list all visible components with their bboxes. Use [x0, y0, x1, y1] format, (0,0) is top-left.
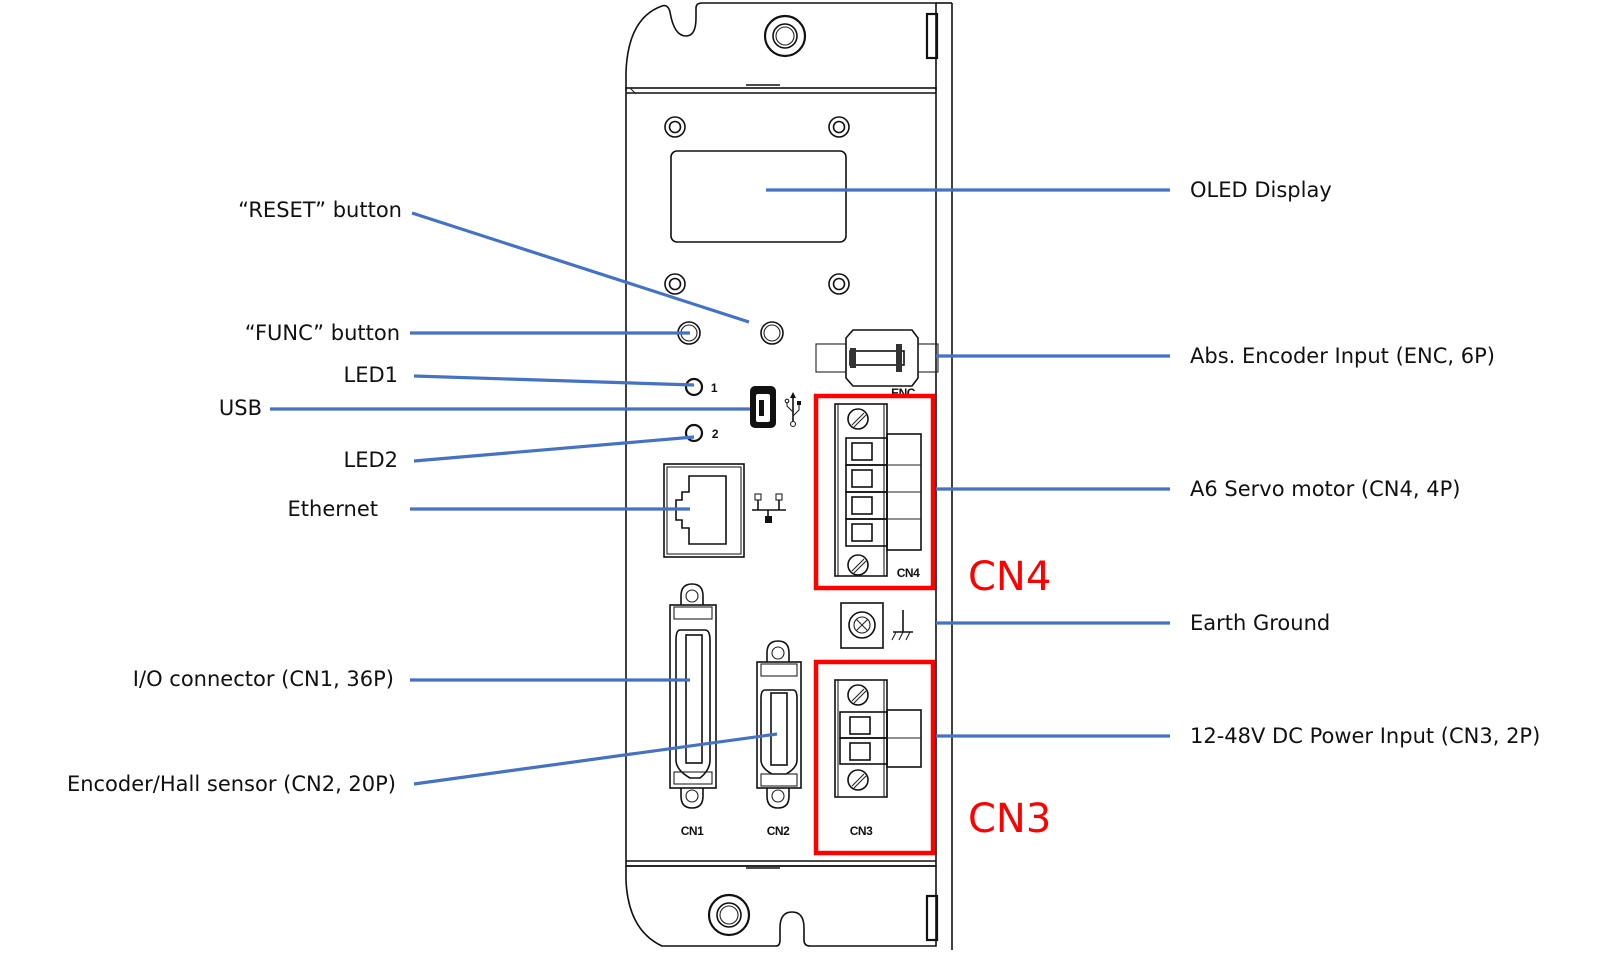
oled-screw — [664, 116, 850, 295]
cn1-connector[interactable]: CN1 — [669, 583, 717, 838]
network-icon — [752, 493, 786, 523]
mounting-screw-bottom — [707, 893, 751, 937]
label-cn4: A6 Servo motor (CN4, 4P) — [1190, 477, 1460, 501]
cn4-highlight: CN4 — [813, 393, 1051, 600]
cn3-marking: CN3 — [850, 824, 873, 838]
enc-connector[interactable]: ENC — [815, 329, 939, 400]
earth-ground-icon — [891, 610, 913, 641]
mounting-screw-top — [763, 14, 807, 58]
callout-line-led1 — [413, 374, 695, 387]
cn4-highlight-label: CN4 — [968, 554, 1051, 600]
label-cn3: 12-48V DC Power Input (CN3, 2P) — [1190, 724, 1540, 748]
label-enc: Abs. Encoder Input (ENC, 6P) — [1190, 344, 1495, 368]
label-oled-display: OLED Display — [1190, 178, 1332, 202]
callout-lines — [270, 188, 1170, 786]
led1-number: 1 — [711, 381, 718, 395]
left-labels: “RESET” button “FUNC” button LED1 USB LE… — [67, 198, 402, 796]
bottom-mounting-flange — [625, 866, 937, 947]
callout-line-cn2 — [413, 732, 778, 786]
earth-ground-terminal[interactable] — [840, 602, 884, 649]
label-usb: USB — [219, 396, 262, 420]
label-cn2: Encoder/Hall sensor (CN2, 20P) — [67, 772, 396, 796]
cn4-highlight-box — [813, 393, 936, 591]
led1-indicator: 1 — [684, 377, 718, 397]
reset-button[interactable] — [760, 321, 784, 345]
cn2-marking: CN2 — [767, 824, 790, 838]
label-cn1: I/O connector (CN1, 36P) — [133, 667, 394, 691]
cn4-marking: CN4 — [897, 566, 920, 580]
device-housing — [625, 2, 953, 950]
callout-line-led2 — [413, 435, 695, 463]
led2-number: 2 — [712, 427, 719, 441]
usb-icon — [784, 392, 801, 428]
cn2-connector[interactable]: CN2 — [756, 640, 802, 838]
label-reset-button: “RESET” button — [238, 198, 402, 222]
label-ethernet: Ethernet — [288, 497, 378, 521]
cn4-terminal-block[interactable]: CN4 — [834, 403, 922, 580]
led2-indicator: 2 — [684, 423, 719, 443]
label-led1: LED1 — [344, 363, 399, 387]
label-earth-ground: Earth Ground — [1190, 611, 1330, 635]
cn3-highlight-box — [813, 659, 936, 856]
label-func-button: “FUNC” button — [245, 321, 400, 345]
label-led2: LED2 — [344, 448, 399, 472]
cn3-highlight: CN3 — [813, 659, 1051, 856]
cn3-highlight-label: CN3 — [968, 796, 1051, 842]
oled-display — [664, 116, 850, 295]
cn1-marking: CN1 — [681, 824, 704, 838]
callout-line-reset — [411, 211, 750, 324]
cn3-terminal-block[interactable]: CN3 — [834, 679, 922, 838]
right-labels: OLED Display Abs. Encoder Input (ENC, 6P… — [1190, 178, 1540, 748]
top-mounting-flange — [625, 2, 937, 90]
usb-port[interactable] — [750, 386, 776, 428]
